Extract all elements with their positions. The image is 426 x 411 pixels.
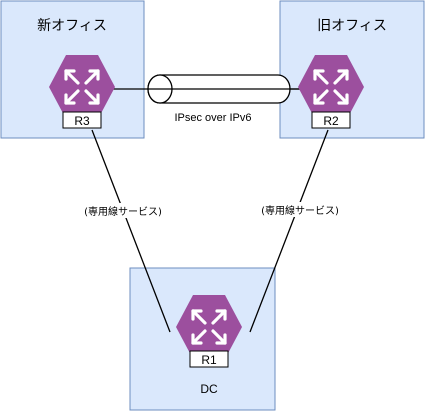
router-r1-id: R1 bbox=[201, 353, 217, 367]
router-r3[interactable]: R3 bbox=[49, 55, 115, 129]
router-r1-label-box bbox=[189, 350, 229, 368]
link-r2-r1[interactable] bbox=[249, 129, 329, 333]
router-r3-id: R3 bbox=[74, 114, 90, 128]
router-r2-label-box bbox=[311, 111, 351, 129]
site-label-new-office: 新オフィス bbox=[37, 18, 107, 34]
link-label-r2-r1: (専用線サービス) bbox=[261, 204, 339, 217]
site-label-old-office: 旧オフィス bbox=[317, 18, 387, 34]
link-r3-r1[interactable] bbox=[91, 129, 171, 333]
site-label-dc: DC bbox=[200, 382, 218, 396]
link-label-r3-r1: (専用線サービス) bbox=[84, 205, 162, 218]
link-label-bg-left bbox=[79, 203, 167, 218]
router-r2-id: R2 bbox=[323, 114, 339, 128]
router-r3-label-box bbox=[62, 111, 102, 129]
link-label-bg-right bbox=[256, 202, 344, 217]
router-r2[interactable]: R2 bbox=[298, 55, 364, 129]
router-r1[interactable]: R1 bbox=[176, 295, 242, 368]
ipsec-tunnel[interactable] bbox=[110, 74, 300, 104]
tunnel-label: IPsec over IPv6 bbox=[174, 112, 251, 124]
